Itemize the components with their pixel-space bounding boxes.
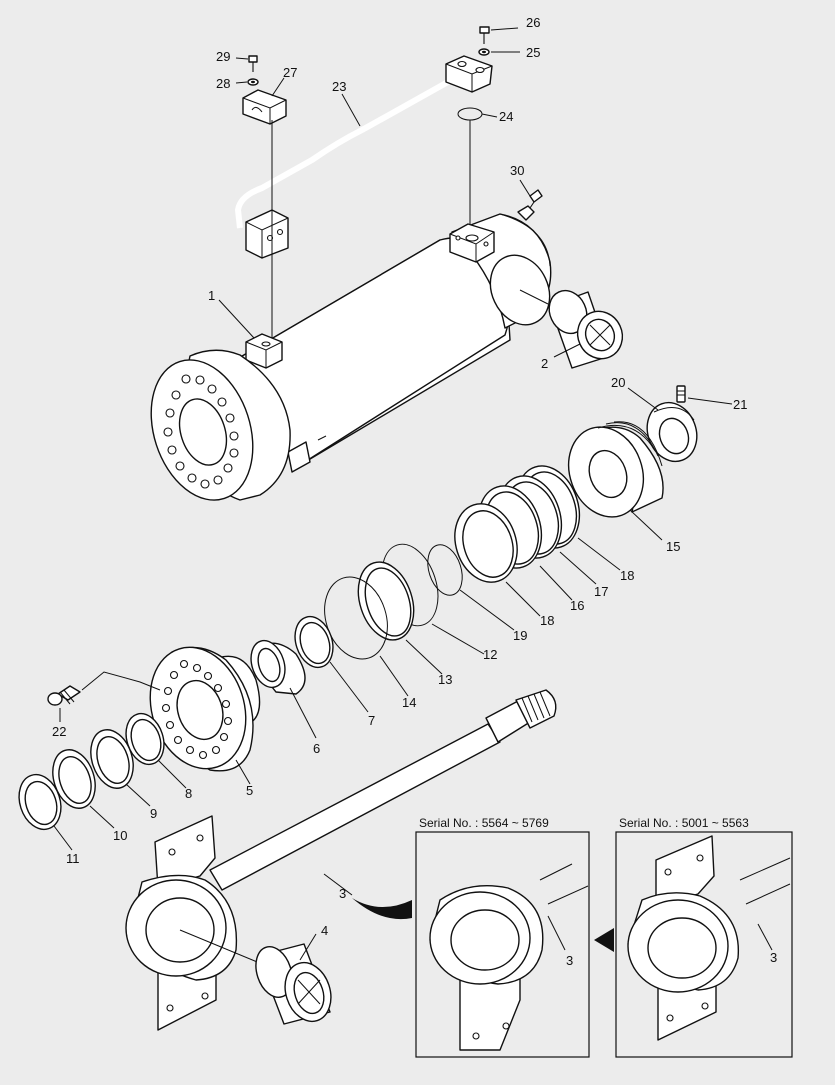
callout-12: 12 [483,647,497,662]
backup-ring-11 [18,773,62,831]
arrow-to-inset-left [352,898,412,920]
callout-22: 22 [52,724,66,739]
guide-line-bolt [81,671,161,691]
washer-25 [478,48,490,56]
callout-19: 19 [513,628,527,643]
nut-20 [646,401,698,463]
rod-seal-9 [90,729,134,789]
bushing-4 [255,943,332,1025]
head-flange [150,349,291,501]
inset-right [615,831,793,1058]
guide-line-bushing [519,289,549,305]
callout-21: 21 [733,397,747,412]
callout-20: 20 [611,375,625,390]
callout-3-main: 3 [339,886,346,901]
callout-29: 29 [216,49,230,64]
callout-4: 4 [321,923,328,938]
tube-flange-bottom [245,209,289,259]
bushing-2 [548,289,624,369]
dust-seal-8 [125,712,165,766]
callout-24: 24 [499,109,513,124]
rod-cover-bolt-holes [161,659,233,760]
rod-cover-5 [149,646,261,772]
callout-2: 2 [541,356,548,371]
seal-13 [357,561,415,641]
tube-pipe [234,75,457,229]
cylinder-tube [231,205,552,473]
callout-11: 11 [66,851,80,866]
piston-rod [125,689,557,1031]
bushing-6 [250,639,306,695]
callout-7: 7 [368,713,375,728]
callout-16: 16 [570,598,584,613]
bolt-29 [248,55,258,72]
callout-18-lower: 18 [540,613,554,628]
callout-5: 5 [246,783,253,798]
callout-26: 26 [526,15,540,30]
callout-18-upper: 18 [620,568,634,583]
washer-28 [247,78,259,86]
o-ring-19 [427,544,463,596]
o-ring-24 [457,107,483,121]
callout-27: 27 [283,65,297,80]
buffer-ring-10 [52,749,96,809]
callout-28: 28 [216,76,230,91]
callout-labels: 1 2 3 3 3 4 5 6 7 8 9 10 11 12 13 14 15 … [52,15,777,968]
socket-bolt-22 [47,685,81,706]
leader-lines [53,27,773,961]
callout-23: 23 [332,79,346,94]
piston-ring-18a [454,503,518,583]
callout-3-inset-right: 3 [770,950,777,965]
callout-25: 25 [526,45,540,60]
inset-left-title: Serial No. : 5564 ~ 5769 [419,816,549,830]
arrow-to-inset-right [594,928,614,952]
clamp [242,89,287,125]
callout-8: 8 [185,786,192,801]
callout-10: 10 [113,828,127,843]
callout-17: 17 [594,584,608,599]
callout-14: 14 [402,695,416,710]
grease-nipple [529,189,543,209]
guide-line-rod-bushing [179,929,263,965]
callout-9: 9 [150,806,157,821]
bolt-26 [479,26,490,44]
piston-15 [567,421,664,518]
callout-13: 13 [438,672,452,687]
callout-6: 6 [313,741,320,756]
callout-3-inset-left: 3 [566,953,573,968]
inset-right-title: Serial No. : 5001 ~ 5563 [619,816,749,830]
callout-30: 30 [510,163,524,178]
callout-1: 1 [208,288,215,303]
callout-15: 15 [666,539,680,554]
set-screw-21 [676,385,686,403]
flange-bolt-holes [163,374,239,489]
inset-left [415,831,590,1058]
backup-ring-7 [294,615,334,669]
tube-flange-top [445,55,493,93]
